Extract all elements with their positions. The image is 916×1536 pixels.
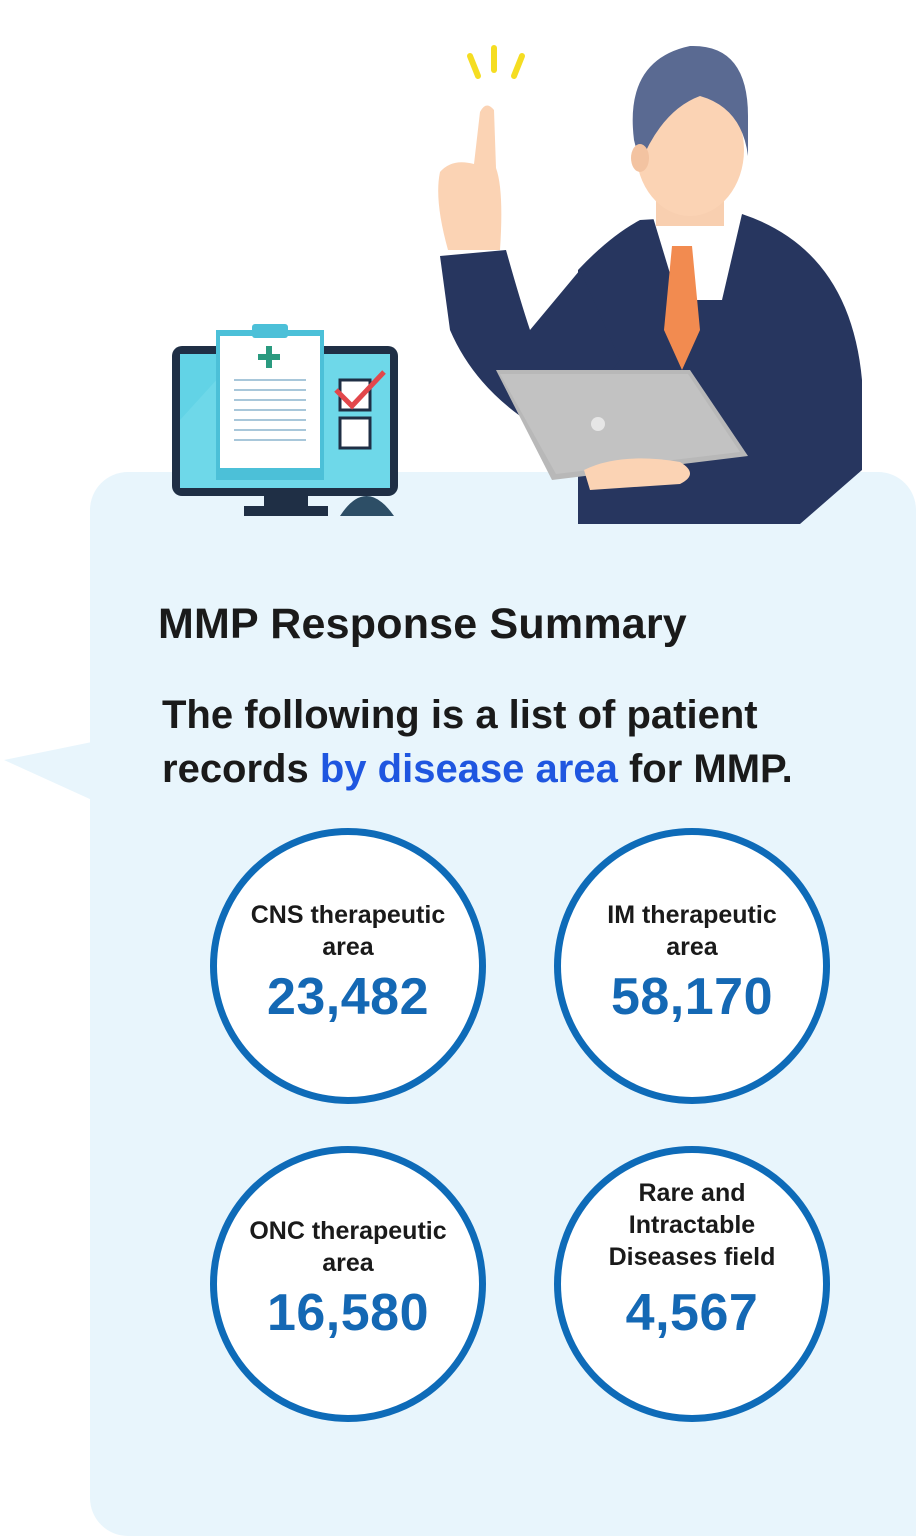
- stat-label: ONC therapeutic area: [249, 1217, 447, 1277]
- stat-value: 16,580: [266, 1284, 430, 1342]
- summary-description: The following is a list of patient recor…: [162, 688, 902, 796]
- description-highlight: by disease area: [319, 747, 618, 791]
- stat-label: CNS therapeutic area: [250, 901, 446, 961]
- page-title: MMP Response Summary: [158, 600, 687, 648]
- stat-value: 23,482: [266, 968, 430, 1026]
- stat-value: 4,567: [625, 1284, 759, 1342]
- description-text: The following is a list of patient recor…: [162, 693, 758, 791]
- stat-circle-cns: CNS therapeutic area 23,482: [210, 828, 486, 1104]
- header-illustration: [172, 45, 862, 524]
- description-text-end: for MMP.: [617, 747, 793, 791]
- stat-label: Rare and Intractable Diseases field: [608, 1179, 776, 1271]
- stat-circle-im: IM therapeutic area 58,170: [554, 828, 830, 1104]
- businessman-icon: [438, 45, 862, 524]
- stat-circle-rare: Rare and Intractable Diseases field 4,56…: [554, 1146, 830, 1422]
- stat-value: 58,170: [610, 968, 774, 1026]
- stat-circle-onc: ONC therapeutic area 16,580: [210, 1146, 486, 1422]
- stat-label: IM therapeutic area: [607, 901, 777, 961]
- monitor-clipboard-icon: [172, 324, 398, 516]
